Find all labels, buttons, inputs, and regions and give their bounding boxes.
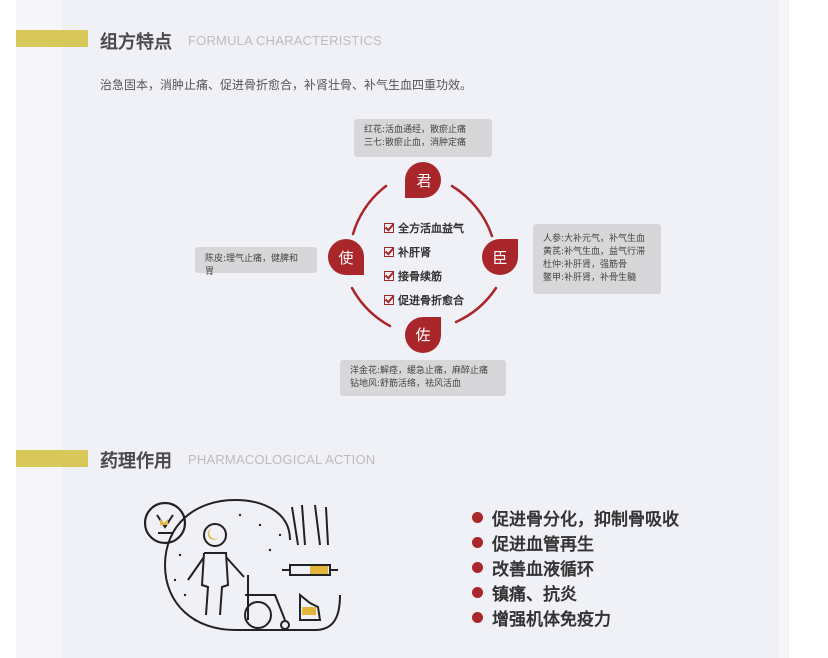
effect-item: 增强机体免疫力 (472, 605, 679, 630)
center-item-label: 接骨续筋 (398, 270, 442, 283)
card-line: 黄芪:补气生血，益气行滞 (543, 247, 646, 257)
checkbox-icon (384, 295, 394, 305)
bullet-icon (472, 587, 483, 598)
center-item-label: 促进骨折愈合 (398, 294, 464, 307)
formula-ring-diagram: 君 臣 佐 使 (328, 162, 518, 353)
formula-intro-text: 治急固本，消肿止痛、促进骨折愈合，补肾壮骨、补气生血四重功效。 (100, 78, 473, 92)
effect-label: 促进血管再生 (492, 535, 594, 555)
center-effects-list: 全方活血益气 补肝肾 接骨续筋 促进骨折愈合 (384, 216, 464, 312)
card-line: 洋金花:解痉，缓急止痛，麻醉止痛 (350, 366, 489, 376)
center-item: 全方活血益气 (384, 216, 464, 240)
card-line: 红花:活血通经，散瘀止痛 (364, 125, 467, 135)
node-shi: 使 (328, 239, 364, 275)
card-line: 三七:散瘀止血，消肿定痛 (364, 138, 467, 148)
checkbox-icon (384, 247, 394, 257)
ring-arc (454, 286, 498, 324)
bullet-icon (472, 612, 483, 623)
node-chen: 臣 (482, 239, 518, 275)
effect-item: 促进骨分化，抑制骨吸收 (472, 505, 679, 530)
effect-item: 促进血管再生 (472, 530, 679, 555)
bullet-icon (472, 512, 483, 523)
card-line: 陈皮:理气止痛，健脾和胃 (205, 254, 299, 277)
checkbox-icon (384, 271, 394, 281)
section-title-pharmacology: 药理作用 (100, 451, 172, 472)
bullet-icon (472, 562, 483, 573)
node-label: 君 (416, 172, 431, 190)
ring-arc (351, 184, 388, 236)
node-label: 使 (338, 249, 353, 267)
card-jun: 红花:活血通经，散瘀止痛 三七:散瘀止血，消肿定痛 (354, 119, 492, 157)
card-line: 钻地风:舒筋活络，祛风活血 (350, 379, 462, 389)
node-label: 臣 (492, 249, 507, 267)
section-accent-bar (16, 450, 88, 467)
pharmacology-effects-list: 促进骨分化，抑制骨吸收 促进血管再生 改善血液循环 镇痛、抗炎 增强机体免疫力 (472, 505, 679, 630)
card-line: 杜仲:补肝肾，强筋骨 (543, 260, 628, 270)
center-item: 接骨续筋 (384, 264, 464, 288)
card-line: 鳖甲:补肝肾，补骨生髓 (543, 273, 637, 283)
section-subtitle-pharmacology: PHARMACOLOGICAL ACTION (188, 452, 376, 467)
center-item: 促进骨折愈合 (384, 288, 464, 312)
card-zuo: 洋金花:解痉，缓急止痛，麻醉止痛 钻地风:舒筋活络，祛风活血 (340, 360, 506, 396)
section-title-formula: 组方特点 (100, 32, 172, 53)
section-accent-bar (16, 30, 88, 47)
checkbox-icon (384, 223, 394, 233)
ring-arcs (350, 184, 498, 328)
node-label: 佐 (415, 326, 430, 344)
effect-label: 镇痛、抗炎 (492, 585, 577, 605)
section-subtitle-formula: FORMULA CHARACTERISTICS (188, 33, 382, 48)
card-shi: 陈皮:理气止痛，健脾和胃 (195, 247, 317, 277)
patient-recovery-illustration (143, 498, 341, 631)
center-item-label: 全方活血益气 (398, 222, 464, 235)
ring-arc (450, 184, 494, 238)
card-line: 人参:大补元气，补气生血 (543, 234, 646, 244)
center-item: 补肝肾 (384, 240, 464, 264)
card-chen: 人参:大补元气，补气生血 黄芪:补气生血，益气行滞 杜仲:补肝肾，强筋骨 鳖甲:… (533, 224, 661, 294)
node-zuo: 佐 (405, 317, 441, 353)
effect-item: 改善血液循环 (472, 555, 679, 580)
effect-label: 增强机体免疫力 (492, 610, 611, 630)
effect-item: 镇痛、抗炎 (472, 580, 679, 605)
node-jun: 君 (405, 162, 441, 198)
effect-label: 改善血液循环 (492, 560, 594, 580)
bullet-icon (472, 537, 483, 548)
center-item-label: 补肝肾 (398, 246, 431, 259)
right-rail (788, 0, 789, 658)
ring-arc (350, 286, 392, 328)
effect-label: 促进骨分化，抑制骨吸收 (492, 510, 679, 530)
